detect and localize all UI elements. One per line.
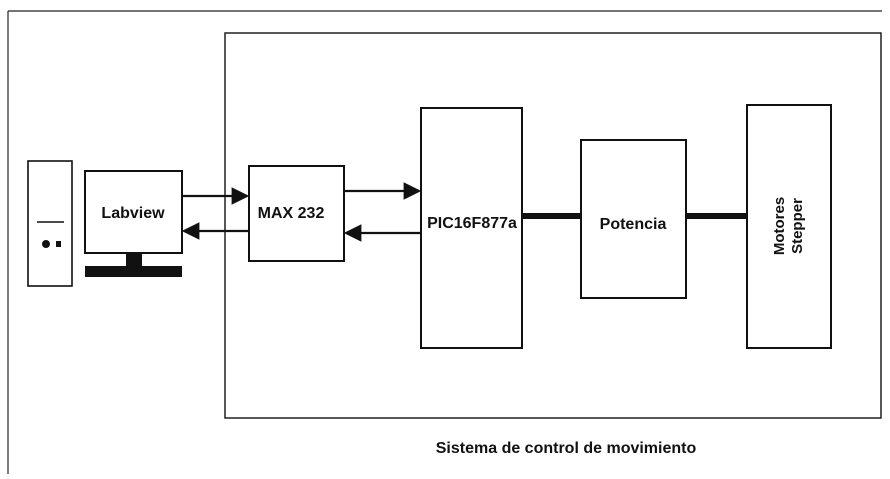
motores-label-line1: Motores xyxy=(771,197,788,255)
pic-label: PIC16F877a xyxy=(427,215,517,232)
max232-label: MAX 232 xyxy=(258,205,325,222)
motores-label-line2: Stepper xyxy=(789,198,806,254)
max232-block xyxy=(248,165,345,262)
pc-tower-icon xyxy=(27,160,73,287)
potencia-label: Potencia xyxy=(600,216,667,233)
system-boundary xyxy=(224,32,882,419)
pic-block xyxy=(420,107,523,349)
monitor-icon xyxy=(84,170,183,277)
system-caption: Sistema de control de movimiento xyxy=(436,440,697,457)
motores-block xyxy=(746,104,832,349)
labview-label: Labview xyxy=(101,205,165,222)
outer-frame xyxy=(7,10,882,474)
potencia-block xyxy=(580,139,687,299)
